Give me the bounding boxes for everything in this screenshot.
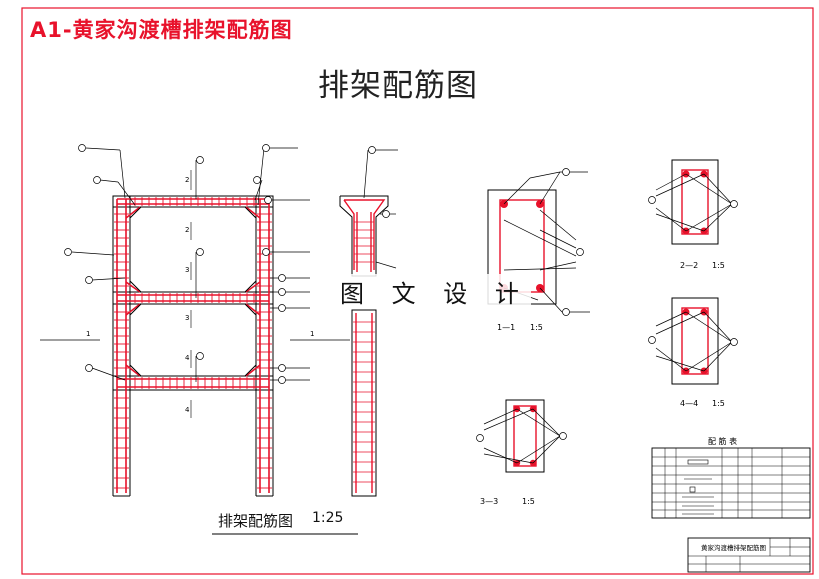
title-block: 黄家沟渡槽排架配筋图 — [687, 537, 811, 573]
section-3-3: 3—3 1:5 — [476, 399, 567, 506]
drawing-title: 排架配筋图 — [318, 68, 478, 104]
section-scale: 1:5 — [712, 399, 725, 408]
section-mark: 3 — [185, 314, 189, 322]
sheet-border — [21, 7, 814, 575]
bom-title: 配 筋 表 — [708, 436, 737, 446]
frame-elevation: 2 2 3 3 4 4 1 1 — [40, 144, 350, 497]
section-label: 4—4 — [680, 399, 698, 408]
section-mark: 2 — [185, 176, 189, 184]
section-mark: 3 — [185, 266, 189, 274]
page-title: A1-黄家沟渡槽排架配筋图 — [30, 18, 293, 42]
side-elevation — [339, 146, 398, 497]
main-view-scale: 1:25 — [312, 510, 344, 526]
section-mark: 1 — [310, 330, 314, 338]
section-mark: 4 — [185, 406, 190, 414]
section-scale: 1:5 — [712, 261, 725, 270]
section-label: 3—3 — [480, 497, 498, 506]
title-block-name: 黄家沟渡槽排架配筋图 — [701, 543, 766, 552]
section-mark: 1 — [86, 330, 90, 338]
section-mark: 4 — [185, 354, 190, 362]
section-scale: 1:5 — [522, 497, 535, 506]
section-label: 1—1 — [497, 323, 515, 332]
bom-table: 配 筋 表 — [651, 436, 811, 519]
section-2-2: 2—2 1:5 — [648, 159, 738, 270]
watermark-text: 图 文 设 计 — [338, 274, 531, 309]
section-mark: 2 — [185, 226, 189, 234]
section-scale: 1:5 — [530, 323, 543, 332]
section-label: 2—2 — [680, 261, 698, 270]
section-4-4: 4—4 1:5 — [648, 297, 738, 408]
main-view-caption: 排架配筋图 — [218, 512, 294, 530]
